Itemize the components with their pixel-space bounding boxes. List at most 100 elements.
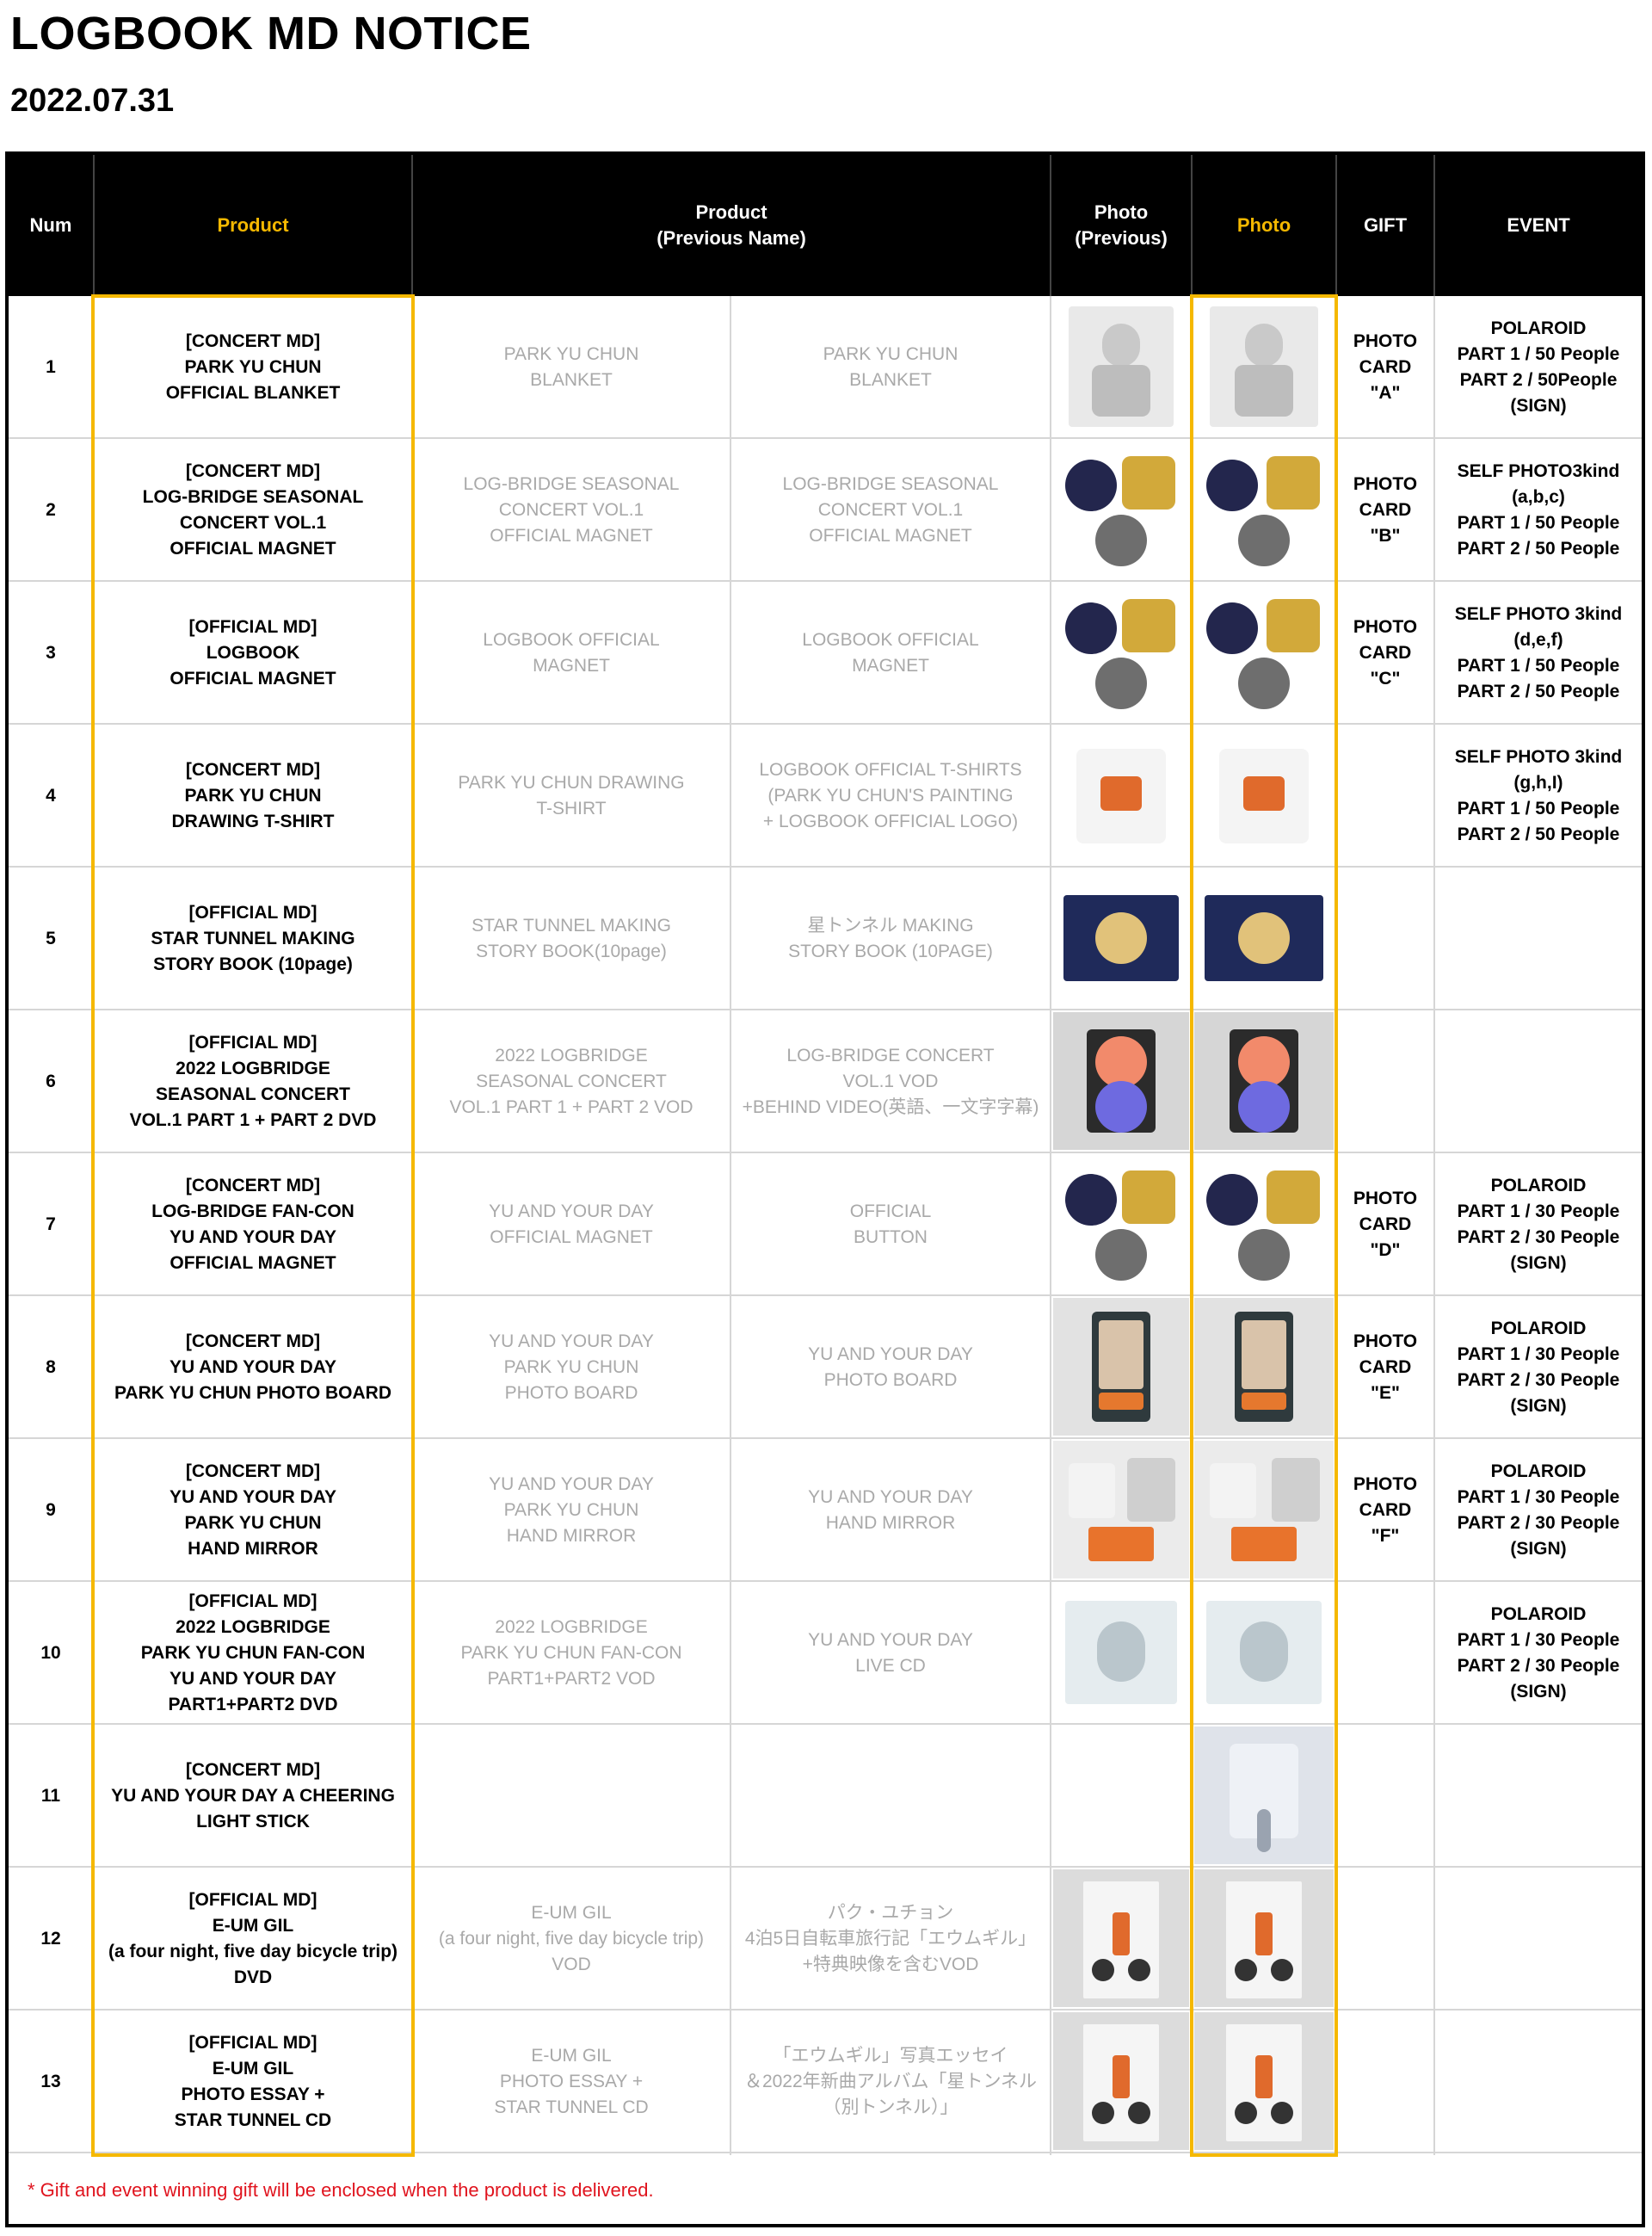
header-photo-previous: Photo (Previous) — [1075, 201, 1168, 249]
previous-name-b: LOGBOOK OFFICIAL T-SHIRTS (PARK YU CHUN'… — [759, 760, 1022, 831]
product-photo — [1194, 1441, 1334, 1578]
gift-cell — [1337, 1725, 1433, 1868]
grid-line — [9, 1866, 1642, 1868]
grid-line — [9, 1437, 1642, 1439]
previous-name-b: 「エウムギル」写真エッセイ ＆2022年新曲アルバム「星トンネル （別トンネル）… — [743, 2046, 1038, 2117]
grid-line — [9, 1294, 1642, 1296]
product-photo — [1194, 441, 1334, 578]
previous-name-b — [731, 1725, 1050, 1868]
event-cell — [1435, 868, 1642, 1010]
photo-shape — [1092, 1959, 1114, 1981]
previous-name-a: LOGBOOK OFFICIAL MAGNET — [483, 630, 660, 676]
header-divider — [1433, 155, 1435, 296]
product-name: [CONCERT MD] LOG-BRIDGE FAN-CON YU AND Y… — [151, 1176, 354, 1273]
product-name: [OFFICIAL MD] 2022 LOGBRIDGE PARK YU CHU… — [140, 1591, 366, 1714]
notice-date: 2022.07.31 — [10, 83, 175, 119]
row-number: 12 — [40, 1929, 61, 1949]
previous-name-a: PARK YU CHUN BLANKET — [503, 344, 639, 390]
previous-product-photo — [1053, 869, 1189, 1007]
product-photo — [1194, 869, 1334, 1007]
photo-shape — [1206, 460, 1258, 511]
photo-shape — [1113, 1912, 1130, 1955]
photo-shape — [1267, 599, 1320, 652]
event-cell — [1435, 1010, 1642, 1153]
product-photo — [1194, 1155, 1334, 1293]
previous-name-b: LOG-BRIDGE SEASONAL CONCERT VOL.1 OFFICI… — [782, 474, 999, 546]
photo-shape — [1088, 1527, 1154, 1561]
header-divider — [1050, 155, 1051, 296]
product-name: [CONCERT MD] LOG-BRIDGE SEASONAL CONCERT… — [142, 461, 364, 559]
page-title: LOGBOOK MD NOTICE — [10, 8, 532, 59]
row-number: 1 — [46, 357, 56, 377]
header-num: Num — [29, 214, 72, 236]
event-cell — [1435, 2011, 1642, 2153]
gift-cell — [1337, 2011, 1433, 2153]
photo-shape — [1238, 515, 1290, 566]
gift-cell: PHOTO CARD "B" — [1353, 474, 1418, 546]
photo-shape — [1238, 658, 1290, 709]
header-divider — [1191, 155, 1193, 296]
photo-shape — [1235, 365, 1293, 417]
row-number: 8 — [46, 1357, 56, 1377]
photo-shape — [1210, 1463, 1256, 1518]
photo-shape — [1065, 602, 1117, 654]
photo-shape — [1238, 1081, 1290, 1133]
gift-cell — [1337, 725, 1433, 868]
photo-shape — [1127, 1458, 1175, 1522]
photo-shape — [1242, 1393, 1286, 1410]
photo-shape — [1255, 1912, 1273, 1955]
photo-shape — [1206, 602, 1258, 654]
product-photo — [1194, 1869, 1334, 2007]
event-cell: SELF PHOTO 3kind (d,e,f) PART 1 / 50 Peo… — [1454, 604, 1623, 701]
photo-shape — [1272, 1458, 1320, 1522]
previous-name-b: YU AND YOUR DAY PHOTO BOARD — [808, 1344, 973, 1390]
previous-product-photo — [1053, 1584, 1189, 1721]
table-header — [9, 155, 1642, 296]
product-name: [OFFICIAL MD] LOGBOOK OFFICIAL MAGNET — [170, 617, 336, 689]
previous-name-a: YU AND YOUR DAY PARK YU CHUN HAND MIRROR — [489, 1474, 654, 1546]
row-number: 3 — [46, 643, 56, 663]
previous-name-a: E-UM GIL PHOTO ESSAY + STAR TUNNEL CD — [494, 2046, 649, 2117]
row-number: 10 — [40, 1643, 61, 1663]
previous-product-photo — [1053, 2012, 1189, 2150]
photo-shape — [1128, 2102, 1150, 2124]
photo-shape — [1255, 2055, 1273, 2098]
product-name: [OFFICIAL MD] 2022 LOGBRIDGE SEASONAL CO… — [129, 1033, 377, 1130]
previous-product-photo — [1053, 298, 1189, 435]
previous-name-a: LOG-BRIDGE SEASONAL CONCERT VOL.1 OFFICI… — [463, 474, 680, 546]
previous-product-photo — [1053, 441, 1189, 578]
previous-name-a: YU AND YOUR DAY OFFICIAL MAGNET — [489, 1201, 654, 1247]
photo-shape — [1095, 912, 1147, 964]
previous-name-a: YU AND YOUR DAY PARK YU CHUN PHOTO BOARD — [489, 1331, 654, 1403]
photo-shape — [1243, 776, 1285, 811]
photo-shape — [1092, 2102, 1114, 2124]
header-divider — [1335, 155, 1337, 296]
photo-shape — [1113, 2055, 1130, 2098]
previous-product-photo — [1053, 1298, 1189, 1436]
row-number: 2 — [46, 500, 56, 520]
product-photo — [1194, 1298, 1334, 1436]
product-photo — [1194, 2012, 1334, 2150]
product-name: [CONCERT MD] PARK YU CHUN DRAWING T-SHIR… — [171, 760, 335, 831]
photo-shape — [1235, 1959, 1257, 1981]
previous-name-b: LOGBOOK OFFICIAL MAGNET — [802, 630, 979, 676]
photo-shape — [1065, 460, 1117, 511]
previous-product-photo — [1053, 584, 1189, 721]
photo-shape — [1097, 1621, 1145, 1682]
grid-line — [9, 2152, 1642, 2153]
gift-cell: PHOTO CARD "E" — [1353, 1331, 1418, 1403]
gift-cell — [1337, 1010, 1433, 1153]
product-name: [CONCERT MD] YU AND YOUR DAY PARK YU CHU… — [114, 1331, 392, 1403]
photo-shape — [1257, 1809, 1271, 1852]
grid-line — [9, 723, 1642, 725]
event-cell — [1435, 1868, 1642, 2011]
gift-cell — [1337, 868, 1433, 1010]
previous-product-photo — [1053, 1869, 1189, 2007]
event-cell: POLAROID PART 1 / 30 People PART 2 / 30 … — [1457, 1604, 1620, 1702]
photo-shape — [1231, 1527, 1297, 1561]
gift-cell: PHOTO CARD "D" — [1353, 1189, 1418, 1260]
previous-product-photo — [1053, 1155, 1189, 1293]
header-divider — [93, 155, 95, 296]
photo-shape — [1102, 324, 1140, 367]
photo-shape — [1267, 456, 1320, 510]
